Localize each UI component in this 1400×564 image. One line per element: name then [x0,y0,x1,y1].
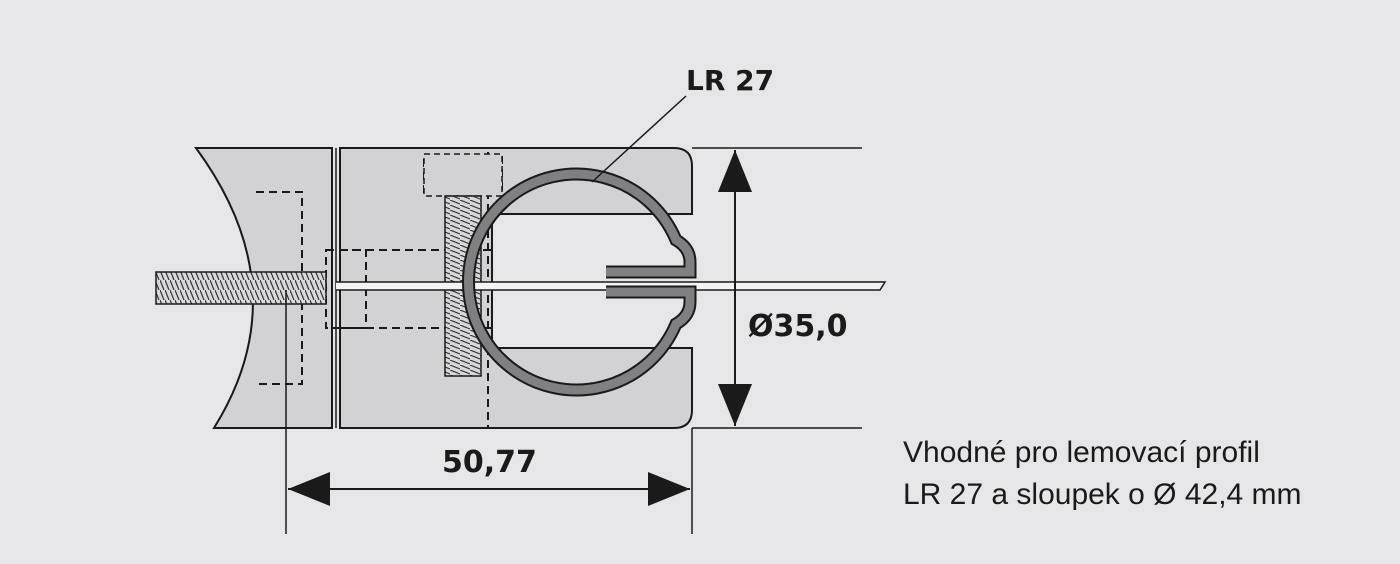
width-dimension [285,290,693,534]
screw-head [423,153,503,197]
diameter-dimension [718,150,752,426]
note-line-2: LR 27 a sloupek o Ø 42,4 mm [903,478,1302,511]
width-label: 50,77 [442,445,537,480]
suitability-note: Vhodné pro lemovací profil LR 27 a sloup… [903,432,1302,516]
threaded-rod [155,271,327,305]
profile-label: LR 27 [686,64,774,97]
diameter-label: Ø35,0 [748,309,848,344]
profile-leader-line [591,95,687,183]
note-line-1: Vhodné pro lemovací profil [903,436,1260,469]
profile-lr27-fill [464,169,695,395]
